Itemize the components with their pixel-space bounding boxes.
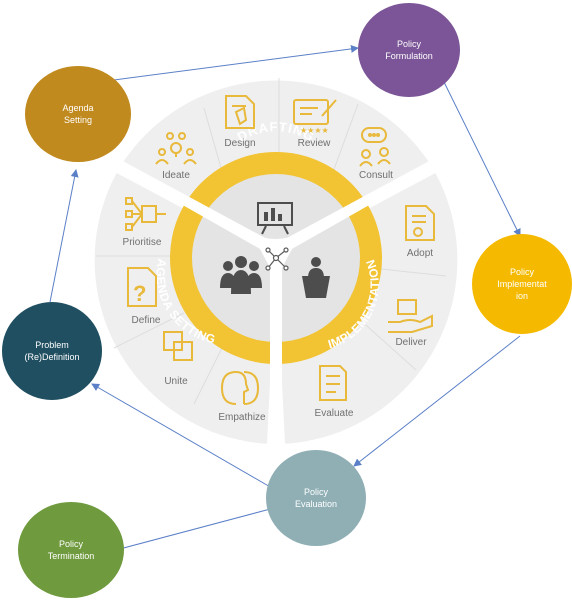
network-nodes-icon (265, 247, 289, 271)
arrow-problem-to-agenda (49, 169, 79, 303)
node-label: Agenda Setting (62, 102, 94, 125)
presentation-board-icon (257, 202, 293, 235)
group-people-icon (220, 256, 262, 294)
empathy-heads-icon (220, 370, 260, 405)
node-policy-implementation: Policy Implementat ion (472, 234, 572, 334)
node-problem-definition: Problem (Re)Definition (2, 302, 102, 400)
svg-text:?: ? (133, 281, 146, 306)
arrow-agenda-to-formulation (113, 44, 359, 81)
divider (203, 107, 224, 176)
divider (113, 312, 185, 349)
step-label-unite: Unite (164, 376, 188, 387)
arrow-implementation-to-evaluation (353, 335, 521, 467)
review-rating-icon: ★★★★ (293, 99, 337, 135)
divider (193, 343, 225, 405)
arrow-evaluation-to-termination (115, 507, 275, 553)
arrow-formulation-to-implementation (443, 81, 521, 237)
hand-package-icon (388, 299, 433, 333)
separator-bottom (270, 250, 282, 446)
prioritise-tree-icon (125, 197, 166, 231)
step-label-design: Design (224, 138, 255, 149)
arrow-evaluation-to-problem (91, 383, 273, 489)
divider (357, 317, 417, 371)
cycle-arrows (49, 44, 521, 553)
step-label-empathize: Empathize (218, 412, 266, 423)
divider (332, 103, 359, 173)
consult-chat-icon (359, 127, 391, 167)
node-policy-evaluation: Policy Evaluation (266, 450, 366, 546)
step-labels: Ideate Design Review Consult Prioritise … (123, 138, 434, 423)
node-label: Policy Formulation (385, 38, 433, 61)
approved-document-icon (405, 205, 435, 241)
question-document-icon: ? (127, 267, 157, 307)
design-document-icon (225, 95, 255, 129)
hub-separators (114, 160, 438, 446)
node-label: Problem (Re)Definition (24, 339, 80, 362)
step-label-adopt: Adopt (407, 248, 433, 259)
node-label: Policy Termination (47, 538, 95, 561)
step-label-define: Define (132, 315, 161, 326)
step-label-prioritise: Prioritise (123, 237, 162, 248)
separator-right (272, 160, 438, 258)
speaker-podium-icon (302, 257, 330, 298)
separator-left (114, 160, 280, 258)
people-lightbulb-icon (155, 132, 197, 165)
divider (371, 267, 447, 277)
step-label-evaluate: Evaluate (315, 408, 354, 419)
node-label: Policy Implementat ion (497, 266, 547, 302)
step-label-ideate: Ideate (162, 170, 190, 181)
overlapping-squares-icon (163, 331, 193, 361)
node-policy-termination: Policy Termination (18, 502, 124, 598)
step-label-consult: Consult (359, 170, 393, 181)
checklist-icon (319, 365, 347, 401)
step-label-deliver: Deliver (395, 337, 427, 348)
node-agenda-setting: Agenda Setting (25, 66, 131, 162)
node-label: Policy Evaluation (294, 486, 338, 509)
node-policy-formulation: Policy Formulation (358, 3, 460, 97)
svg-text:★★★★: ★★★★ (300, 126, 329, 135)
step-label-review: Review (298, 138, 332, 149)
